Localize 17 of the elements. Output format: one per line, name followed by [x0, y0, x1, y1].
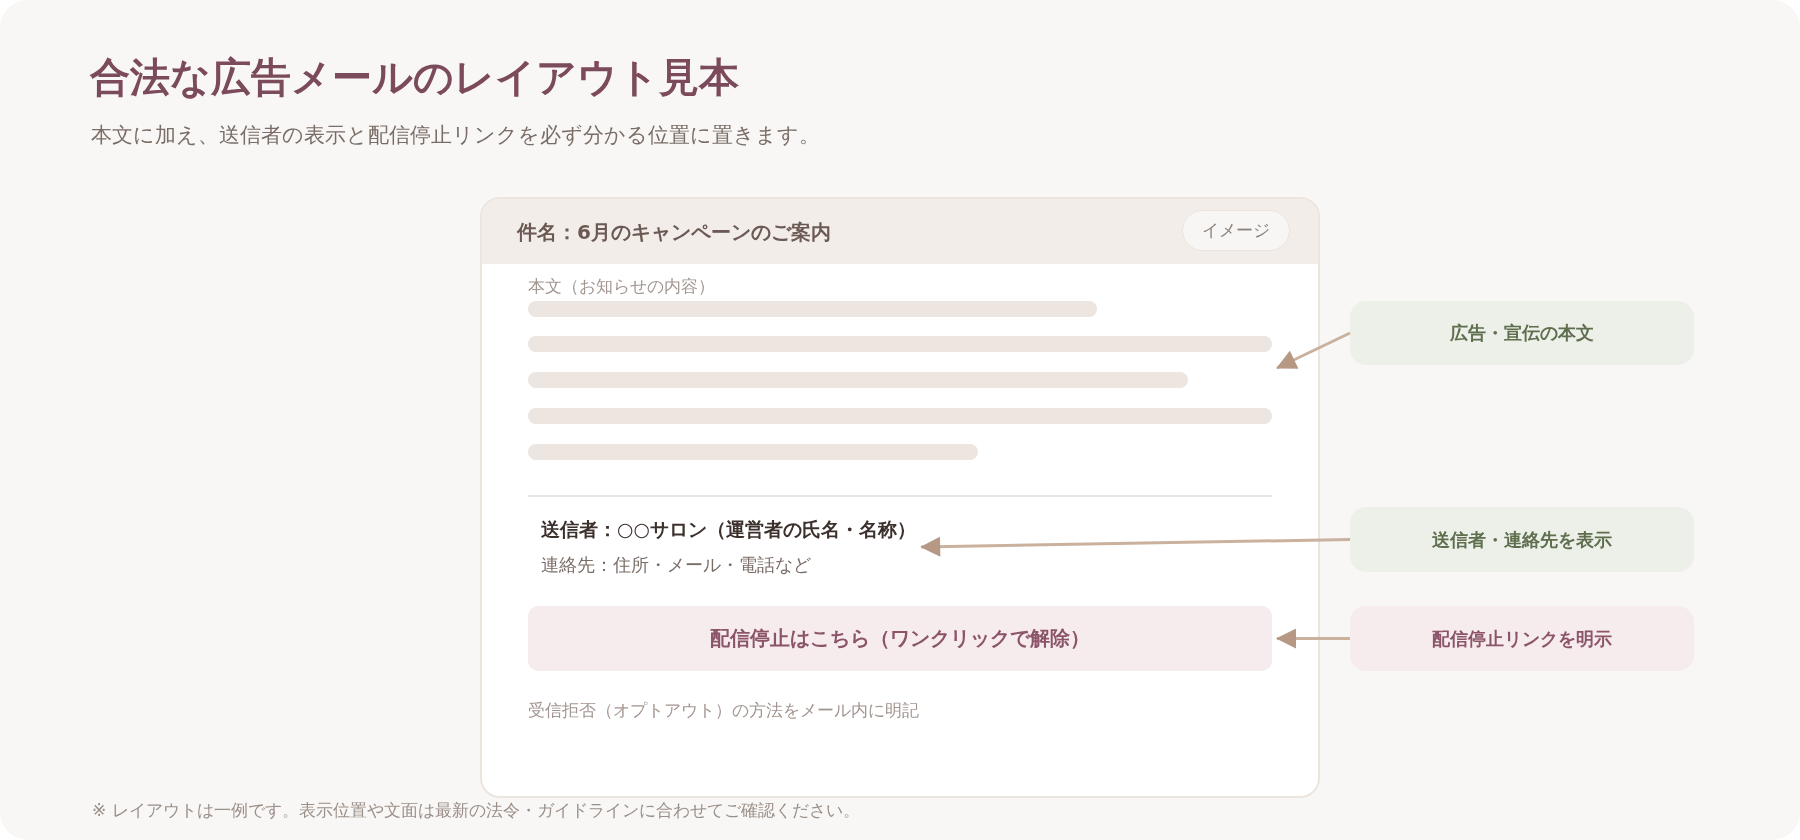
email-card: [480, 197, 1320, 798]
callout-box: 広告・宣伝の本文: [1350, 301, 1694, 365]
arrow: [1276, 628, 1350, 649]
email-subject: 件名：6月のキャンペーンのご案内: [517, 219, 831, 246]
callout-box: 送信者・連絡先を表示: [1350, 507, 1694, 572]
subtitle: 本文に加え、送信者の表示と配信停止リンクを必ず分かる位置に置きます。: [91, 122, 820, 149]
contact-info: 連絡先：住所・メール・電話など: [541, 553, 811, 577]
unsubscribe-button: 配信停止はこちら（ワンクリックで解除）: [528, 606, 1272, 671]
note-text: 受信拒否（オプトアウト）の方法をメール内に明記: [528, 699, 919, 721]
callout-box: 配信停止リンクを明示: [1350, 606, 1694, 671]
arrow: [1276, 331, 1351, 370]
footnote: ※ レイアウトは一例です。表示位置や文面は最新の法令・ガイドラインに合わせてご確認ください。: [92, 799, 860, 821]
arrow: [920, 536, 1351, 557]
sample-tag: イメージ: [1182, 210, 1290, 251]
title: 合法な広告メールのレイアウト見本: [90, 52, 739, 102]
sender-name: 送信者：○○サロン（運営者の氏名・名称）: [541, 517, 917, 542]
section-label: 本文（お知らせの内容）: [528, 275, 715, 297]
